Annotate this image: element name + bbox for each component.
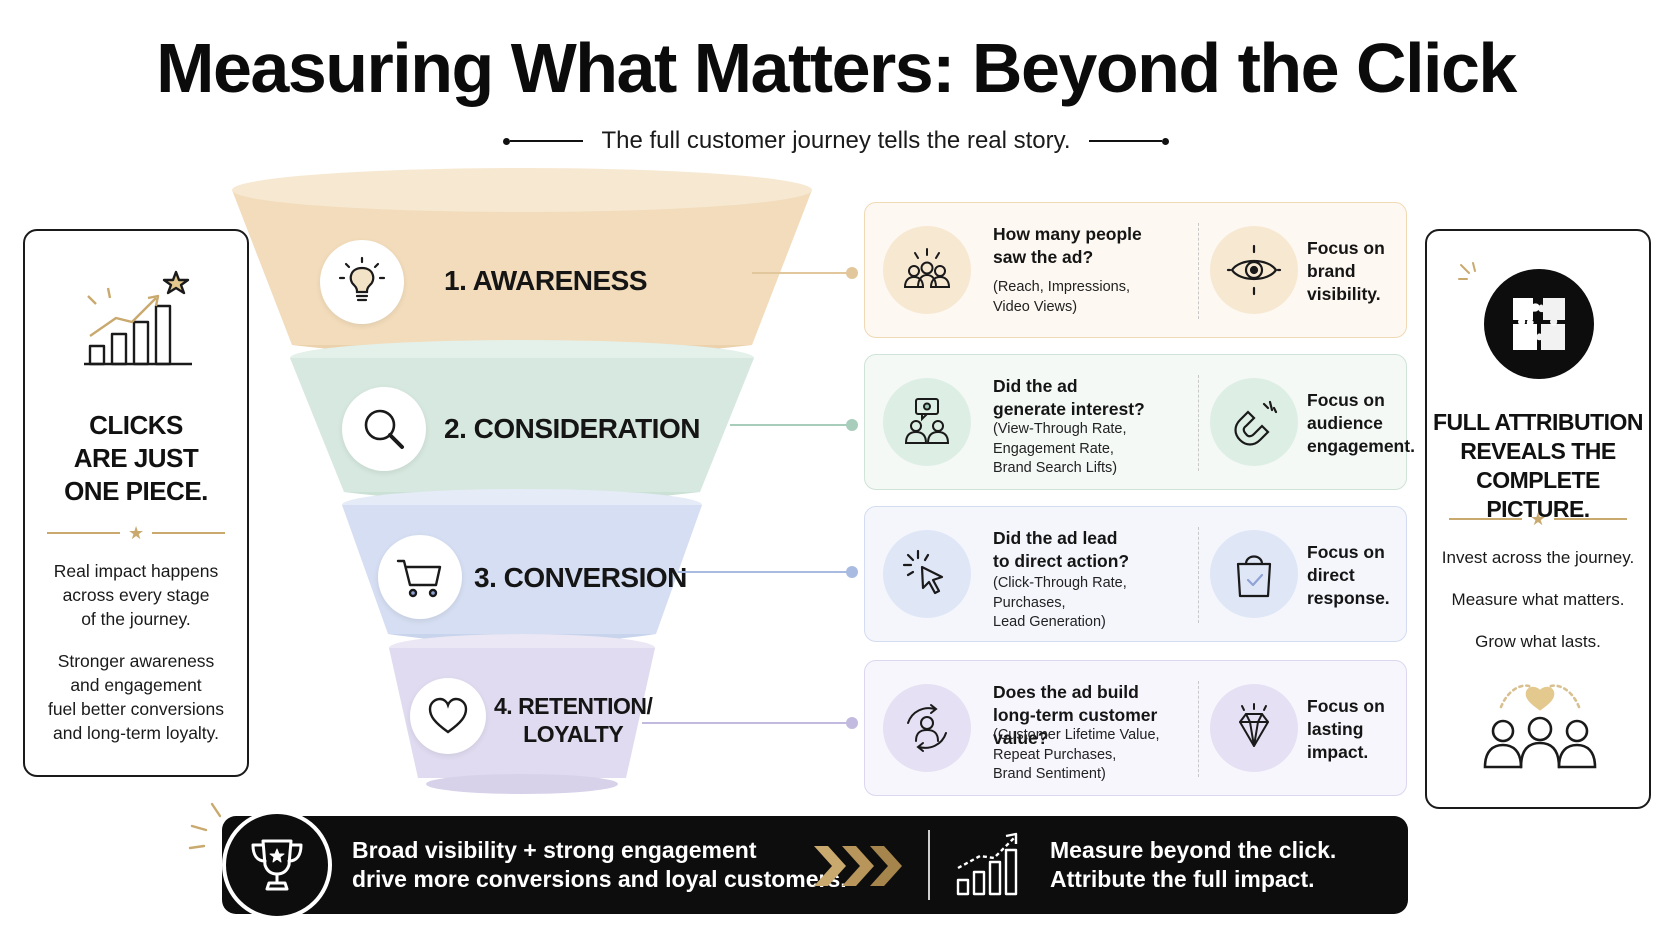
card-question: Did the ad generate interest? xyxy=(993,376,1145,419)
left-panel: CLICKS ARE JUST ONE PIECE. ★ Real impact… xyxy=(23,229,249,777)
eye-target-icon xyxy=(1210,226,1298,314)
magnifier-icon xyxy=(342,387,426,471)
metric-card-conversion: Did the ad lead to direct action? (Click… xyxy=(864,506,1407,642)
card-focus: Focus on lasting impact. xyxy=(1307,696,1385,762)
stage-label-conversion: 3. CONVERSION xyxy=(474,562,687,593)
customer-cycle-icon xyxy=(883,684,971,772)
card-focus: Focus on direct response. xyxy=(1307,542,1390,608)
metric-card-consideration: Did the ad generate interest? (View-Thro… xyxy=(864,354,1415,490)
card-metrics: (Customer Lifetime Value, Repeat Purchas… xyxy=(993,727,1160,782)
connector-conversion xyxy=(678,571,852,573)
growth-chart-icon xyxy=(954,828,1028,903)
connector-dot-consideration xyxy=(846,419,858,431)
connector-retention xyxy=(642,722,852,724)
heart-icon xyxy=(410,678,486,754)
diamond-icon xyxy=(1210,684,1298,772)
banner-left-text: Broad visibility + strong engagement dri… xyxy=(352,837,847,892)
card-focus: Focus on brand visibility. xyxy=(1307,238,1385,304)
connector-dot-awareness xyxy=(846,267,858,279)
card-divider xyxy=(1198,223,1199,319)
card-metrics: (View-Through Rate, Engagement Rate, Bra… xyxy=(993,421,1127,476)
card-divider xyxy=(1198,375,1199,471)
stage-label-retention: 4. RETENTION/ LOYALTY xyxy=(494,693,653,747)
right-panel: FULL ATTRIBUTION REVEALS THE COMPLETE PI… xyxy=(1425,229,1651,809)
card-metrics: (Reach, Impressions, Video Views) xyxy=(993,279,1130,315)
card-metrics: (Click-Through Rate, Purchases, Lead Gen… xyxy=(993,575,1127,630)
right-panel-heading: FULL ATTRIBUTION REVEALS THE COMPLETE PI… xyxy=(1432,409,1644,522)
right-panel-line-3: Grow what lasts. xyxy=(1475,632,1601,651)
bottom-banner xyxy=(222,816,1408,914)
banner-right-text: Measure beyond the click. Attribute the … xyxy=(1050,837,1337,892)
growth-chart-star-icon xyxy=(80,266,196,375)
connector-dot-retention xyxy=(846,717,858,729)
star-divider: ★ xyxy=(1449,509,1628,529)
sparkle-icon xyxy=(1457,261,1487,296)
left-panel-text-1: Real impact happens across every stage o… xyxy=(53,561,219,629)
right-panel-line-2: Measure what matters. xyxy=(1451,590,1625,609)
subtitle-line-right xyxy=(1088,137,1169,145)
cursor-click-icon xyxy=(883,530,971,618)
puzzle-icon xyxy=(1484,269,1594,379)
chevron-arrows-icon xyxy=(812,842,908,897)
right-panel-line-1: Invest across the journey. xyxy=(1441,548,1635,567)
stage-label-consideration: 2. CONSIDERATION xyxy=(444,413,700,444)
banner-divider xyxy=(928,830,930,900)
connector-awareness xyxy=(752,272,852,274)
audience-icon xyxy=(883,226,971,314)
connector-consideration xyxy=(730,424,852,426)
left-panel-heading: CLICKS ARE JUST ONE PIECE. xyxy=(64,410,208,506)
magnet-icon xyxy=(1210,378,1298,466)
left-panel-text-2: Stronger awareness and engagement fuel b… xyxy=(47,651,225,743)
connector-dot-conversion xyxy=(846,566,858,578)
subtitle-line-left xyxy=(503,137,584,145)
discussion-icon xyxy=(883,378,971,466)
lightbulb-icon xyxy=(320,240,404,324)
shopping-bag-icon xyxy=(1210,530,1298,618)
trophy-icon xyxy=(222,810,332,920)
subtitle: The full customer journey tells the real… xyxy=(601,127,1071,154)
star-divider: ★ xyxy=(47,523,226,543)
community-heart-icon xyxy=(1475,679,1605,784)
card-question: How many people saw the ad? xyxy=(993,224,1142,267)
metric-card-awareness: How many people saw the ad? (Reach, Impr… xyxy=(864,202,1407,338)
funnel-stage-1-shape xyxy=(232,168,812,359)
stage-label-awareness: 1. AWARENESS xyxy=(444,265,648,296)
sparkle-icon xyxy=(186,796,232,871)
card-divider xyxy=(1198,681,1199,777)
metric-card-retention: Does the ad build long-term customer val… xyxy=(864,660,1407,796)
card-question: Did the ad lead to direct action? xyxy=(993,528,1130,571)
card-question: Does the ad build long-term customer val… xyxy=(993,682,1158,748)
cart-icon xyxy=(378,535,462,619)
subtitle-row: The full customer journey tells the real… xyxy=(0,124,1672,158)
page-title: Measuring What Matters: Beyond the Click xyxy=(156,29,1517,107)
card-focus: Focus on audience engagement. xyxy=(1307,390,1415,456)
card-divider xyxy=(1198,527,1199,623)
